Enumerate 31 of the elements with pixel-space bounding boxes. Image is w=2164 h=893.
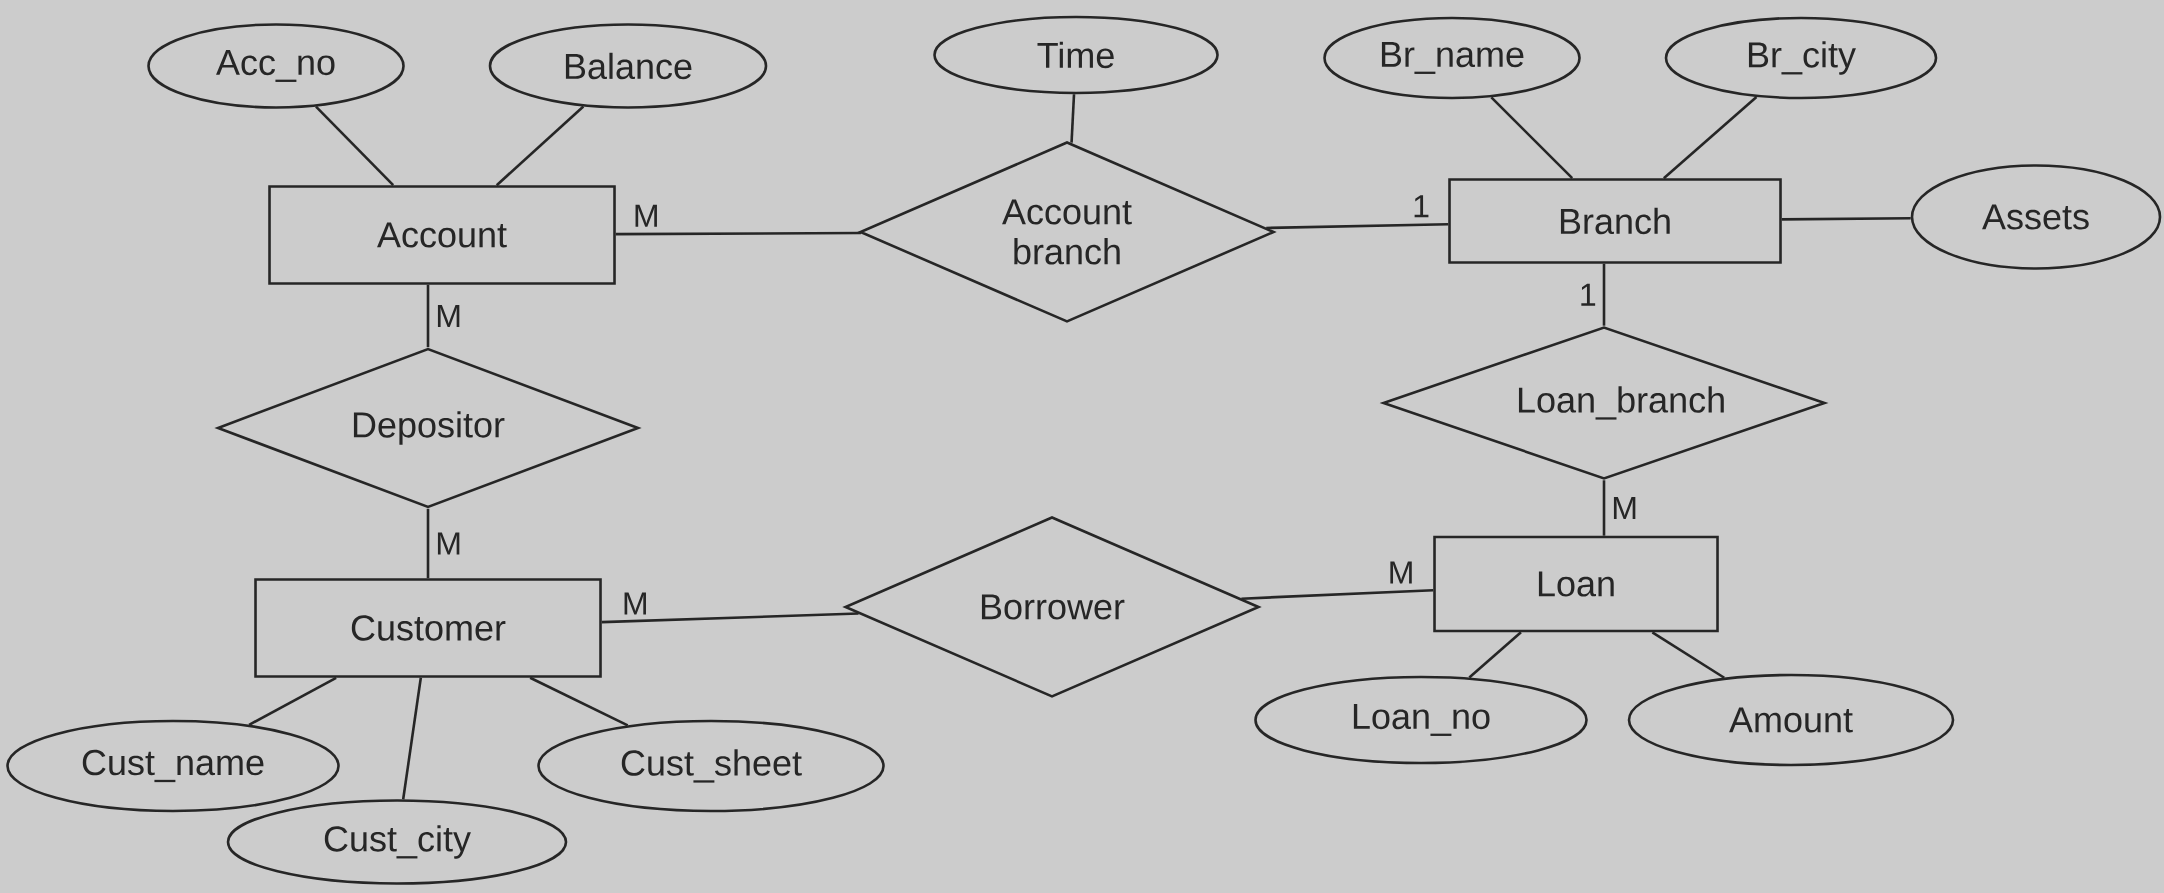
cardinality-label: M <box>1613 497 1636 519</box>
connector-line <box>426 508 430 579</box>
connector-line <box>1663 96 1758 180</box>
entity-box: Account <box>268 185 616 285</box>
entity-box: Branch <box>1448 178 1782 264</box>
entity-box: Loan <box>1433 535 1719 633</box>
connector-line <box>529 676 629 727</box>
entity-box: Customer <box>254 578 602 678</box>
cardinality-label: M <box>635 204 657 227</box>
connector-line <box>601 612 859 624</box>
cardinality-label: 1 <box>1414 195 1429 218</box>
cardinality-label: M <box>1390 561 1412 584</box>
cardinality-label: M <box>437 532 460 555</box>
connector-line <box>248 676 337 726</box>
connector-line <box>401 677 423 800</box>
cardinality-label: M <box>437 305 460 327</box>
connector-line <box>1602 263 1606 326</box>
connector-line <box>495 105 585 187</box>
connector-line <box>1241 588 1434 600</box>
connector-line <box>315 105 395 187</box>
connector-line <box>1651 631 1725 679</box>
connector-line <box>1266 223 1449 230</box>
cardinality-label: 1 <box>1581 283 1596 306</box>
connector-line <box>426 284 430 348</box>
cardinality-label: M <box>624 592 646 615</box>
connector-line <box>1070 94 1076 143</box>
connector-line <box>615 231 861 236</box>
connector-line <box>1781 216 1911 221</box>
connector-line <box>1468 631 1522 679</box>
connector-line <box>1490 96 1574 180</box>
connector-line <box>1602 480 1606 536</box>
